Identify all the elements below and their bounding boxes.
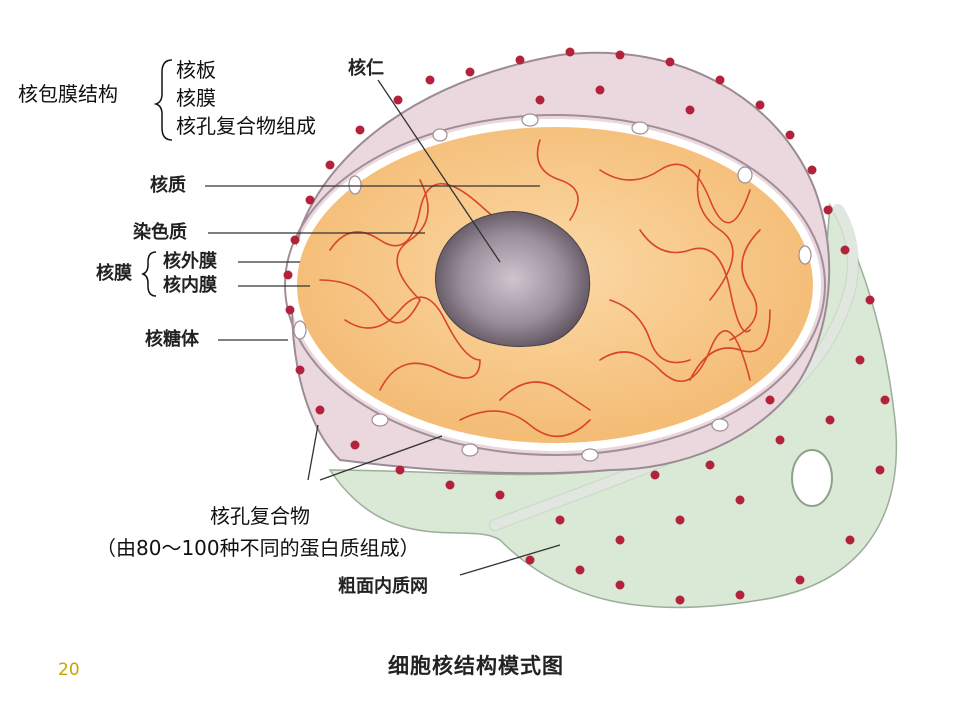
envelope-part-membrane: 核膜	[176, 86, 216, 110]
envelope-part-pore-complex: 核孔复合物组成	[176, 114, 316, 138]
slide-number: 20	[58, 660, 80, 680]
rough-er-label: 粗面内质网	[338, 576, 428, 597]
envelope-part-lamina: 核板	[176, 58, 216, 82]
nuclear-membrane-inner	[284, 114, 826, 456]
chromatin-network	[319, 139, 771, 438]
pore-complex-label: 核孔复合物	[210, 504, 310, 528]
chromatin-label: 染色质	[133, 222, 187, 243]
pore-complex-note: （由80～100种不同的蛋白质组成）	[96, 536, 420, 560]
nucleoplasm-label: 核质	[150, 175, 186, 196]
inner-membrane-label: 核内膜	[163, 275, 217, 296]
er-vesicle	[791, 449, 833, 507]
nuclear-membrane-label: 核膜	[96, 263, 132, 284]
envelope-brace	[153, 59, 173, 141]
nucleolus-label: 核仁	[348, 58, 384, 79]
nuclear-pores	[293, 113, 812, 462]
ribosomes	[283, 47, 890, 605]
figure-caption: 细胞核结构模式图	[388, 654, 564, 678]
envelope-structure-label: 核包膜结构	[18, 82, 118, 106]
outer-membrane-label: 核外膜	[163, 251, 217, 272]
ribosome-label: 核糖体	[145, 329, 199, 350]
nucleolus	[434, 211, 591, 347]
membrane-brace	[140, 251, 157, 297]
leader-lines	[205, 79, 561, 576]
